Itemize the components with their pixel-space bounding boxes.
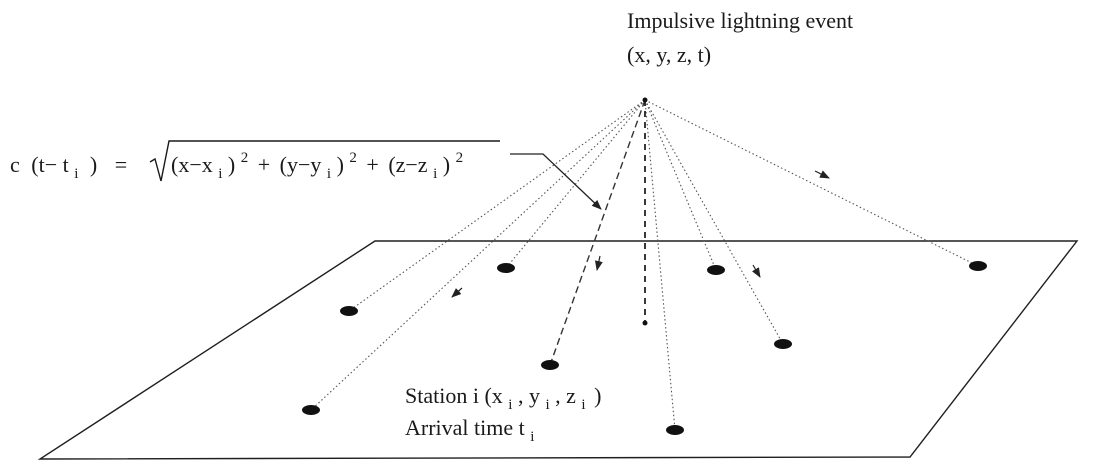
equation-plus-2: + [366,152,378,177]
ray-station-2 [348,99,646,312]
equation-term-y-close: ) [337,152,344,177]
ray-station-6 [644,99,717,271]
equation-term-x-sub: i [218,166,222,182]
station-label-x-sub: i [508,397,512,413]
station-marker-4 [541,360,559,370]
lightning-event-point [642,97,648,103]
station-label-y: , y [518,383,540,408]
propagation-arrow-center-right [752,264,761,278]
ray-station-7 [644,99,784,345]
event-coords: (x, y, z, t) [627,42,711,67]
station-label-line2: Arrival time t i [405,415,534,445]
station-marker-3 [497,263,515,273]
station-label-prefix: Station i (x [405,383,503,408]
station-marker-7 [774,339,792,349]
station-label-line1: Station i (x i , y i , z i ) [405,383,601,414]
station-label: Station i (x i , y i , z i ) Arrival tim… [405,383,601,445]
equation-term-x: (x−x [171,152,213,177]
equation-time-close: ) [90,152,97,177]
ground-plane [37,240,1079,460]
equation-time-sub: i [74,166,78,182]
equation-term-z-power: 2 [456,150,464,166]
station-marker-6 [707,265,725,275]
propagation-arrows [451,170,830,298]
ray-station-5 [644,99,676,431]
station-label-z: , z [555,383,576,408]
arrival-time-sub: i [530,429,534,445]
station-marker-1 [302,405,320,415]
equation-c: c [10,152,20,177]
equation-plus-1: + [258,152,270,177]
equation-term-x-power: 2 [241,150,249,166]
equation-equals: = [115,152,127,177]
equation-term-z-sub: i [433,166,437,182]
equation-radical-sign [149,140,500,182]
station-marker-8 [969,261,987,271]
distance-equation: c (t− t i ) = (x−x i ) 2 + (y−y i ) 2 + … [10,140,500,183]
station-label-close: ) [594,383,601,408]
event-title: Impulsive lightning event [627,8,853,33]
equation-term-y-power: 2 [349,150,357,166]
station-marker-2 [340,306,358,316]
propagation-arrow-center-left [594,255,603,271]
ray-station-4 [549,99,646,366]
station-marker-5 [666,425,684,435]
rays [310,99,979,431]
propagation-arrow-left [451,287,463,298]
equation-term-z-close: ) [443,152,450,177]
equation-term-x-close: ) [228,152,235,177]
equation-lhs: c (t− t i ) = [10,152,127,183]
equation-time-open: (t− t [31,152,68,177]
ground-projection-point [642,320,648,326]
equation-leader-arrow [510,153,602,210]
stations [302,261,987,435]
equation-radicand: (x−x i ) 2 + (y−y i ) 2 + (z−z i ) 2 [171,142,463,183]
equation-term-y: (y−y [280,152,322,177]
station-label-y-sub: i [545,397,549,413]
station-label-z-sub: i [581,397,585,413]
propagation-arrow-right [814,170,830,179]
equation-term-y-sub: i [327,166,331,182]
arrival-time-label: Arrival time t [405,415,525,440]
equation-term-z: (z−z [388,152,427,177]
